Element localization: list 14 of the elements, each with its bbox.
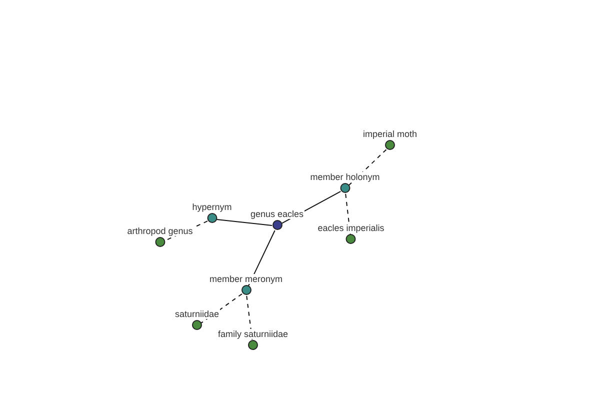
connector-line	[216, 219, 273, 226]
node-label: eacles imperialis	[316, 223, 386, 233]
node-label: imperial moth	[362, 129, 418, 139]
connector-line	[348, 148, 387, 186]
node-label: saturniidae	[174, 309, 220, 319]
node-label: hypernym	[191, 202, 233, 212]
connector-line	[200, 293, 242, 324]
connector-line	[345, 193, 351, 236]
node-label: genus eacles	[249, 209, 305, 219]
node-label: member meronym	[208, 274, 284, 284]
connector-line	[246, 295, 253, 342]
node-label: family saturniidae	[216, 329, 290, 339]
node-label: member holonym	[309, 172, 381, 182]
node-label: arthropod genus	[126, 226, 194, 236]
